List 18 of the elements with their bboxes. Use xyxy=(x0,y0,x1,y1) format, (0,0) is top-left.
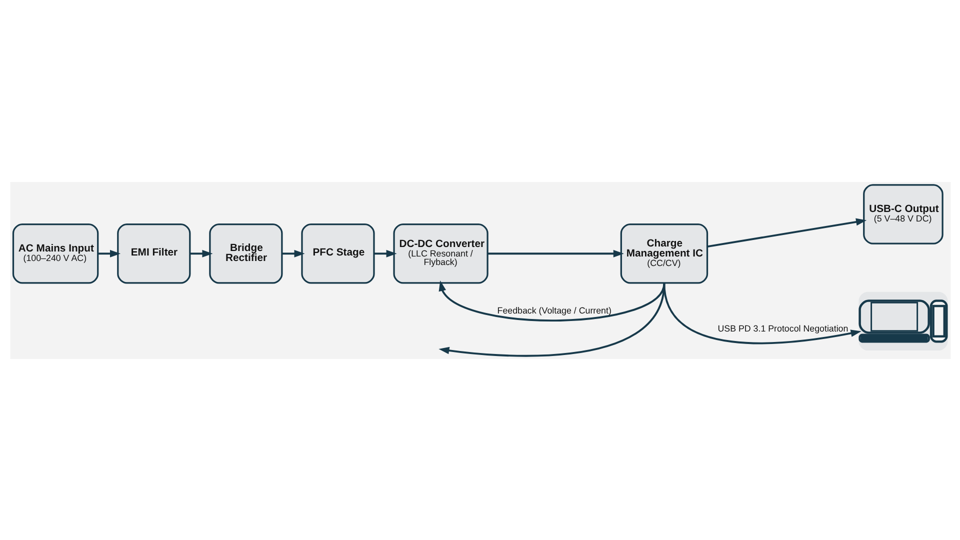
node-box: USB-C Output (5 V–48 V DC) xyxy=(862,184,943,244)
arrow xyxy=(374,249,396,257)
arrow xyxy=(438,280,665,321)
arrow xyxy=(662,282,861,344)
node-box: Charge Management IC (CC/CV) xyxy=(620,223,708,284)
arrow xyxy=(281,249,304,257)
arrow xyxy=(487,249,624,257)
node-box: PFC Stage xyxy=(300,223,374,284)
node-box: AC Mains Input (100–240 V AC) xyxy=(12,223,98,284)
edge-label: Feedback (Voltage / Current) xyxy=(496,304,611,315)
arrow xyxy=(189,249,212,257)
node-box: DC-DC Converter (LLC Resonant / Flyback) xyxy=(392,223,488,284)
arrow xyxy=(438,282,665,356)
arrow xyxy=(706,218,866,248)
node-box: Bridge Rectifier xyxy=(208,223,282,284)
node-box: EMI Filter xyxy=(116,223,190,284)
arrow xyxy=(97,249,120,257)
edge-label: USB PD 3.1 Protocol Negotiation xyxy=(717,322,848,333)
